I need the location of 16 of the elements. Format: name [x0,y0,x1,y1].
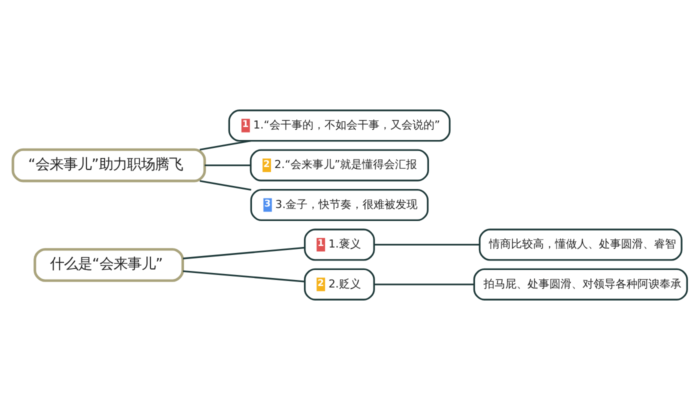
node-box: “会来事儿”助力职场腾飞 [12,148,206,182]
connector [374,243,480,246]
connector [182,246,305,259]
connector [200,180,252,190]
node-box: 1 1.“会干事的，不如会干事，又会说的” [228,109,451,142]
node-box: 3 3.金子，快节奏，很难被发现 [250,188,429,221]
node-box: 1 1.褒义 [304,228,375,260]
node-box: 拍马屁、处事圆滑、对领导各种阿谀奉承 [473,268,688,300]
node-box: 情商比较高，懂做人、处事圆滑、睿智 [478,228,682,260]
node-box: 什么是“会来事儿” [34,248,184,282]
connector [204,164,250,166]
connector [200,139,251,150]
connector [182,270,305,282]
node-box: 2 2.贬义 [304,268,375,300]
connector [374,283,474,285]
node-box: 2 2.“会来事儿”就是懂得会汇报 [250,148,429,181]
